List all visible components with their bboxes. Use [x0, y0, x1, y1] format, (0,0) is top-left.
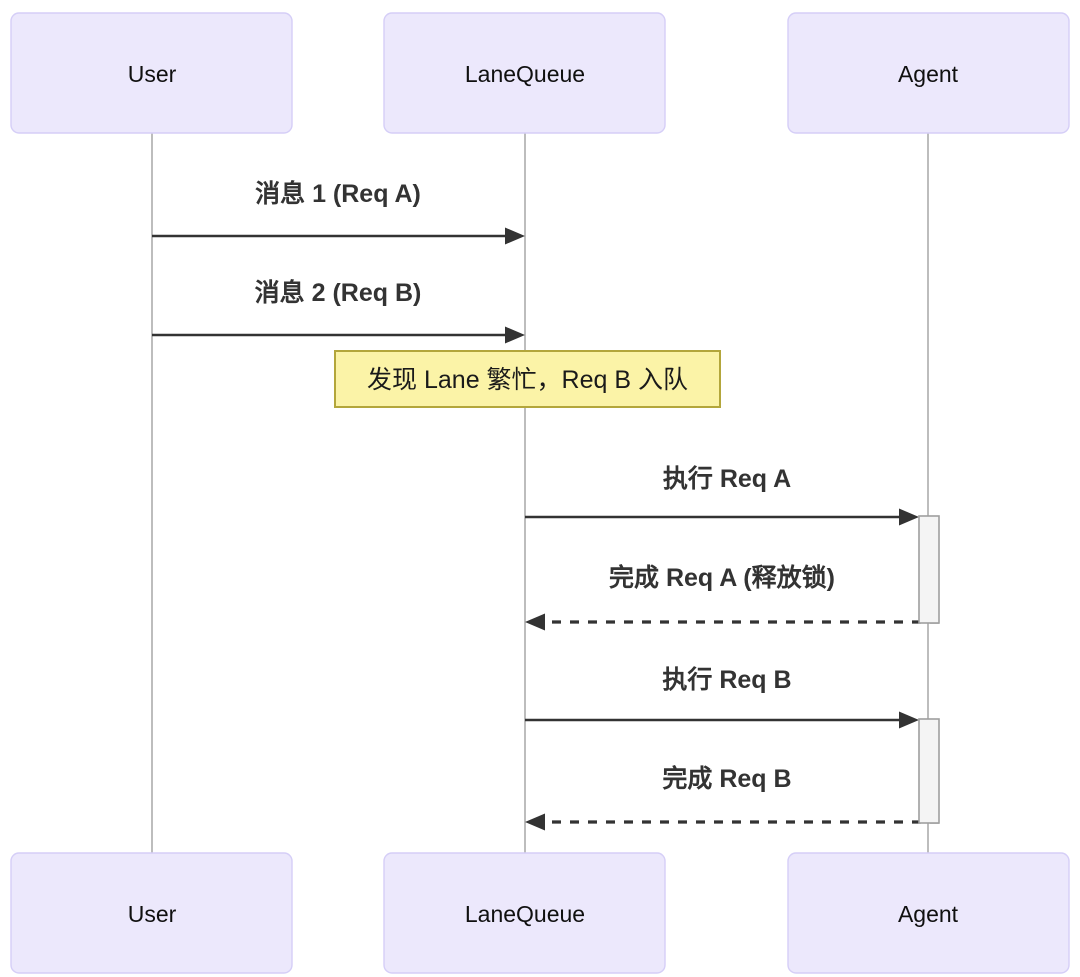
- participant-label-lanequeue-bottom: LaneQueue: [465, 901, 585, 927]
- message-msg-1: 消息 1 (Req A): [152, 179, 525, 245]
- message-msg-2: 消息 2 (Req B): [152, 278, 525, 344]
- participant-label-lanequeue-top: LaneQueue: [465, 61, 585, 87]
- messages-layer: 消息 1 (Req A) 消息 2 (Req B) 执行 Req A 完成 Req A…: [152, 179, 939, 831]
- message-msg-4: 完成 Req A (释放锁): [525, 563, 939, 631]
- participant-box-user-top[interactable]: [10, 12, 293, 134]
- lifelines-layer: [151, 133, 929, 853]
- participant-lanequeue-bottom: LaneQueue: [383, 852, 666, 974]
- participant-agent-top: Agent: [787, 12, 1070, 134]
- note-label-note-1: 发现 Lane 繁忙，Req B 入队: [367, 366, 688, 394]
- participant-box-agent-bottom[interactable]: [787, 852, 1070, 974]
- note-box-note-1[interactable]: [334, 350, 721, 408]
- message-arrowhead-msg-5: [899, 711, 919, 729]
- message-msg-3: 执行 Req A: [525, 465, 919, 526]
- activation-agent-1: [918, 515, 940, 624]
- participant-box-lanequeue-top[interactable]: [383, 12, 666, 134]
- participant-box-user-bottom[interactable]: [10, 852, 293, 974]
- participant-box-agent-top[interactable]: [787, 12, 1070, 134]
- notes-layer: 发现 Lane 繁忙，Req B 入队: [334, 350, 721, 408]
- activation-agent-2: [918, 718, 940, 824]
- message-label-msg-1: 消息 1 (Req A): [255, 179, 421, 208]
- message-msg-6: 完成 Req B: [525, 764, 939, 831]
- message-arrowhead-msg-4: [525, 613, 545, 631]
- message-label-msg-6: 完成 Req B: [662, 764, 791, 793]
- participant-box-lanequeue-bottom[interactable]: [383, 852, 666, 974]
- participant-user-top: User: [10, 12, 293, 134]
- participant-lanequeue-top: LaneQueue: [383, 12, 666, 134]
- participant-label-agent-top: Agent: [898, 61, 959, 87]
- message-arrowhead-msg-2: [505, 326, 525, 344]
- participant-user-bottom: User: [10, 852, 293, 974]
- message-label-msg-2: 消息 2 (Req B): [255, 278, 422, 307]
- participant-agent-bottom: Agent: [787, 852, 1070, 974]
- message-arrowhead-msg-3: [899, 508, 919, 526]
- participant-boxes-top: User LaneQueue Agent: [10, 12, 1070, 134]
- participant-label-user-bottom: User: [128, 901, 177, 927]
- message-label-msg-3: 执行 Req A: [663, 465, 791, 493]
- message-arrowhead-msg-6: [525, 813, 545, 831]
- participant-label-agent-bottom: Agent: [898, 901, 959, 927]
- message-label-msg-4: 完成 Req A (释放锁): [609, 563, 835, 592]
- participant-label-user-top: User: [128, 61, 177, 87]
- note-note-1: 发现 Lane 繁忙，Req B 入队: [334, 350, 721, 408]
- message-arrowhead-msg-1: [505, 227, 525, 245]
- participant-boxes-bottom: User LaneQueue Agent: [10, 852, 1070, 974]
- activations-layer: [918, 515, 940, 824]
- message-msg-5: 执行 Req B: [525, 666, 919, 729]
- message-label-msg-5: 执行 Req B: [662, 666, 791, 694]
